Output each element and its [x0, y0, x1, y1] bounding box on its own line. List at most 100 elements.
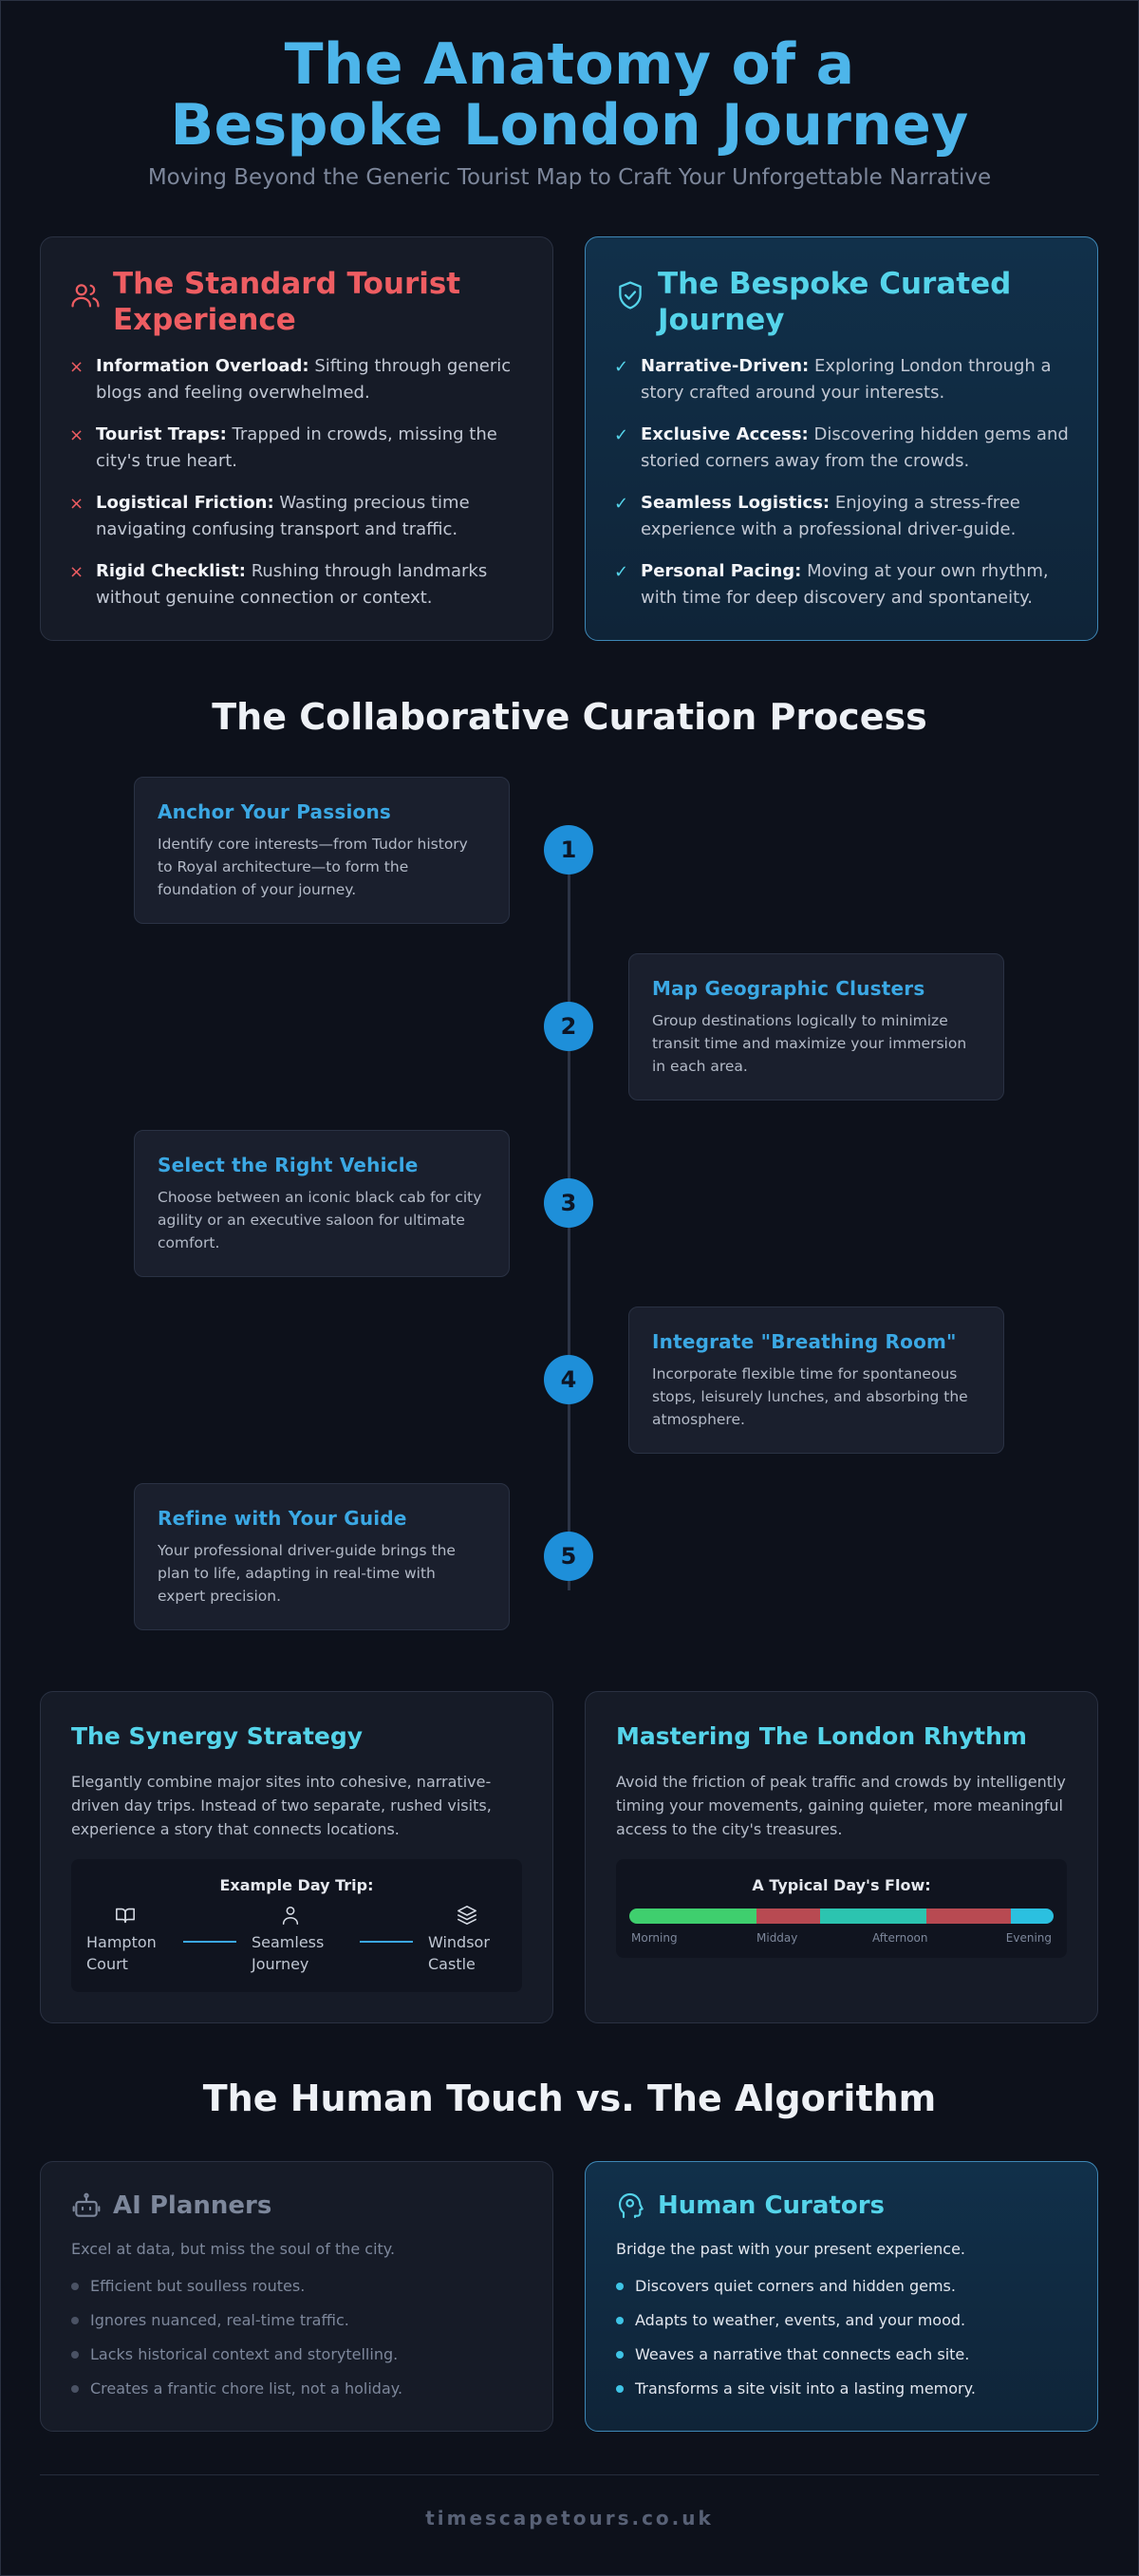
step-title: Anchor Your Passions: [158, 800, 391, 823]
trip-connector: [183, 1941, 236, 1943]
step-card-5: Refine with Your Guide Your professional…: [134, 1483, 510, 1630]
robot-icon: [72, 2192, 101, 2217]
list-item: Lacks historical context and storytellin…: [71, 2344, 530, 2365]
bullet-icon: [71, 2385, 79, 2393]
hero: The Anatomy of a Bespoke London Journey …: [0, 34, 1139, 190]
layers-icon: [457, 1906, 476, 1925]
bullet-icon: [616, 2351, 624, 2359]
step-number-1: 1: [544, 825, 593, 874]
human-curators-card: Human Curators Bridge the past with your…: [585, 2161, 1098, 2432]
person-icon: [282, 1906, 299, 1925]
step-number-4: 4: [544, 1355, 593, 1404]
step-title: Refine with Your Guide: [158, 1507, 407, 1530]
day-trip-caption: Example Day Trip:: [219, 1876, 374, 1894]
day-flow-bar: [629, 1908, 1054, 1924]
step-text: Your professional driver-guide brings th…: [158, 1542, 456, 1605]
list-item: ×Information Overload: Sifting through g…: [69, 353, 526, 406]
flow-segment-3: [820, 1908, 926, 1924]
bullet-icon: [71, 2317, 79, 2324]
footer-divider: [40, 2474, 1099, 2475]
users-icon: [71, 284, 100, 308]
ai-planners-card: AI Planners Excel at data, but miss the …: [40, 2161, 553, 2432]
day-trip-box: Example Day Trip: Hampton Court Seamless…: [71, 1859, 522, 1992]
step-card-3: Select the Right Vehicle Choose between …: [134, 1130, 510, 1277]
step-card-2: Map Geographic Clusters Group destinatio…: [628, 953, 1004, 1100]
step-text: Identify core interests—from Tudor histo…: [158, 836, 468, 898]
ai-card-header: AI Planners: [71, 2191, 271, 2221]
bullet-icon: [616, 2385, 624, 2393]
list-item: Ignores nuanced, real-time traffic.: [71, 2310, 530, 2331]
cross-icon: ×: [69, 562, 84, 582]
list-item: ✓Exclusive Access: Discovering hidden ge…: [614, 422, 1071, 475]
step-card-1: Anchor Your Passions Identify core inter…: [134, 777, 510, 924]
page-subtitle: Moving Beyond the Generic Tourist Map to…: [147, 165, 992, 190]
bullet-icon: [71, 2283, 79, 2290]
bullet-icon: [616, 2283, 624, 2290]
flow-label-morning: Morning: [631, 1931, 678, 1945]
list-item: Discovers quiet corners and hidden gems.: [616, 2276, 1074, 2297]
human-card-subtitle: Bridge the past with your present experi…: [616, 2240, 966, 2258]
human-card-title: Human Curators: [658, 2191, 886, 2220]
ai-list: Efficient but soulless routes. Ignores n…: [71, 2276, 530, 2413]
list-item: Transforms a site visit into a lasting m…: [616, 2379, 1074, 2399]
flow-label-midday: Midday: [756, 1931, 798, 1945]
trip-stop-hampton: Hampton Court: [86, 1905, 191, 1975]
synergy-text: Elegantly combine major sites into cohes…: [71, 1773, 492, 1838]
bespoke-list: ✓Narrative-Driven: Exploring London thro…: [614, 353, 1071, 627]
flow-segment-5: [1011, 1908, 1054, 1924]
list-item: Efficient but soulless routes.: [71, 2276, 530, 2297]
rhythm-title: Mastering The London Rhythm: [616, 1722, 1027, 1750]
list-item: Weaves a narrative that connects each si…: [616, 2344, 1074, 2365]
human-card-header: Human Curators: [616, 2191, 885, 2221]
list-item: Creates a frantic chore list, not a holi…: [71, 2379, 530, 2399]
standard-experience-card: The Standard Tourist Experience ×Informa…: [40, 236, 553, 641]
list-item: ✓Personal Pacing: Moving at your own rhy…: [614, 558, 1071, 611]
cross-icon: ×: [69, 357, 84, 377]
trip-stop-journey: Seamless Journey: [252, 1905, 337, 1975]
step-title: Select the Right Vehicle: [158, 1154, 419, 1176]
flow-segment-4: [925, 1908, 1012, 1924]
flow-segment-1: [629, 1908, 757, 1924]
step-number-5: 5: [544, 1532, 593, 1581]
synergy-title: The Synergy Strategy: [71, 1722, 364, 1750]
head-icon: [618, 2193, 644, 2219]
list-item: ×Logistical Friction: Wasting precious t…: [69, 490, 526, 543]
step-text: Group destinations logically to minimize…: [652, 1012, 967, 1075]
check-icon: ✓: [614, 357, 629, 377]
synergy-strategy-card: The Synergy Strategy Elegantly combine m…: [40, 1691, 553, 2023]
check-icon: ✓: [614, 494, 629, 514]
bespoke-card-header: The Bespoke Curated Journey: [614, 266, 1074, 338]
check-icon: ✓: [614, 425, 629, 445]
versus-section-title: The Human Touch vs. The Algorithm: [202, 2078, 937, 2119]
check-icon: ✓: [614, 562, 629, 582]
step-text: Choose between an iconic black cab for c…: [158, 1189, 482, 1251]
bespoke-card-title: The Bespoke Curated Journey: [658, 267, 1012, 337]
flow-label-afternoon: Afternoon: [872, 1931, 928, 1945]
book-icon: [116, 1908, 135, 1924]
ai-card-subtitle: Excel at data, but miss the soul of the …: [71, 2240, 396, 2258]
standard-list: ×Information Overload: Sifting through g…: [69, 353, 526, 627]
footer-site-link[interactable]: timescapetours.co.uk: [425, 2507, 714, 2529]
standard-card-title: The Standard Tourist Experience: [113, 267, 461, 337]
step-number-2: 2: [544, 1002, 593, 1051]
trip-stop-windsor: Windsor Castle: [428, 1905, 513, 1975]
flow-label-evening: Evening: [1005, 1931, 1052, 1945]
step-card-4: Integrate "Breathing Room" Incorporate f…: [628, 1307, 1004, 1454]
step-title: Integrate "Breathing Room": [652, 1330, 957, 1353]
list-item: ×Rigid Checklist: Rushing through landma…: [69, 558, 526, 611]
list-item: ×Tourist Traps: Trapped in crowds, missi…: [69, 422, 526, 475]
bullet-icon: [616, 2317, 624, 2324]
flow-segment-2: [756, 1908, 821, 1924]
process-section-title: The Collaborative Curation Process: [212, 696, 927, 738]
human-list: Discovers quiet corners and hidden gems.…: [616, 2276, 1074, 2413]
rhythm-text: Avoid the friction of peak traffic and c…: [616, 1773, 1066, 1838]
bespoke-journey-card: The Bespoke Curated Journey ✓Narrative-D…: [585, 236, 1098, 641]
list-item: Adapts to weather, events, and your mood…: [616, 2310, 1074, 2331]
page-title: The Anatomy of a Bespoke London Journey: [170, 31, 969, 159]
shield-check-icon: [619, 281, 642, 310]
day-flow-caption: A Typical Day's Flow:: [752, 1876, 931, 1894]
standard-card-header: The Standard Tourist Experience: [69, 266, 530, 338]
london-rhythm-card: Mastering The London Rhythm Avoid the fr…: [585, 1691, 1098, 2023]
list-item: ✓Seamless Logistics: Enjoying a stress-f…: [614, 490, 1071, 543]
cross-icon: ×: [69, 494, 84, 514]
